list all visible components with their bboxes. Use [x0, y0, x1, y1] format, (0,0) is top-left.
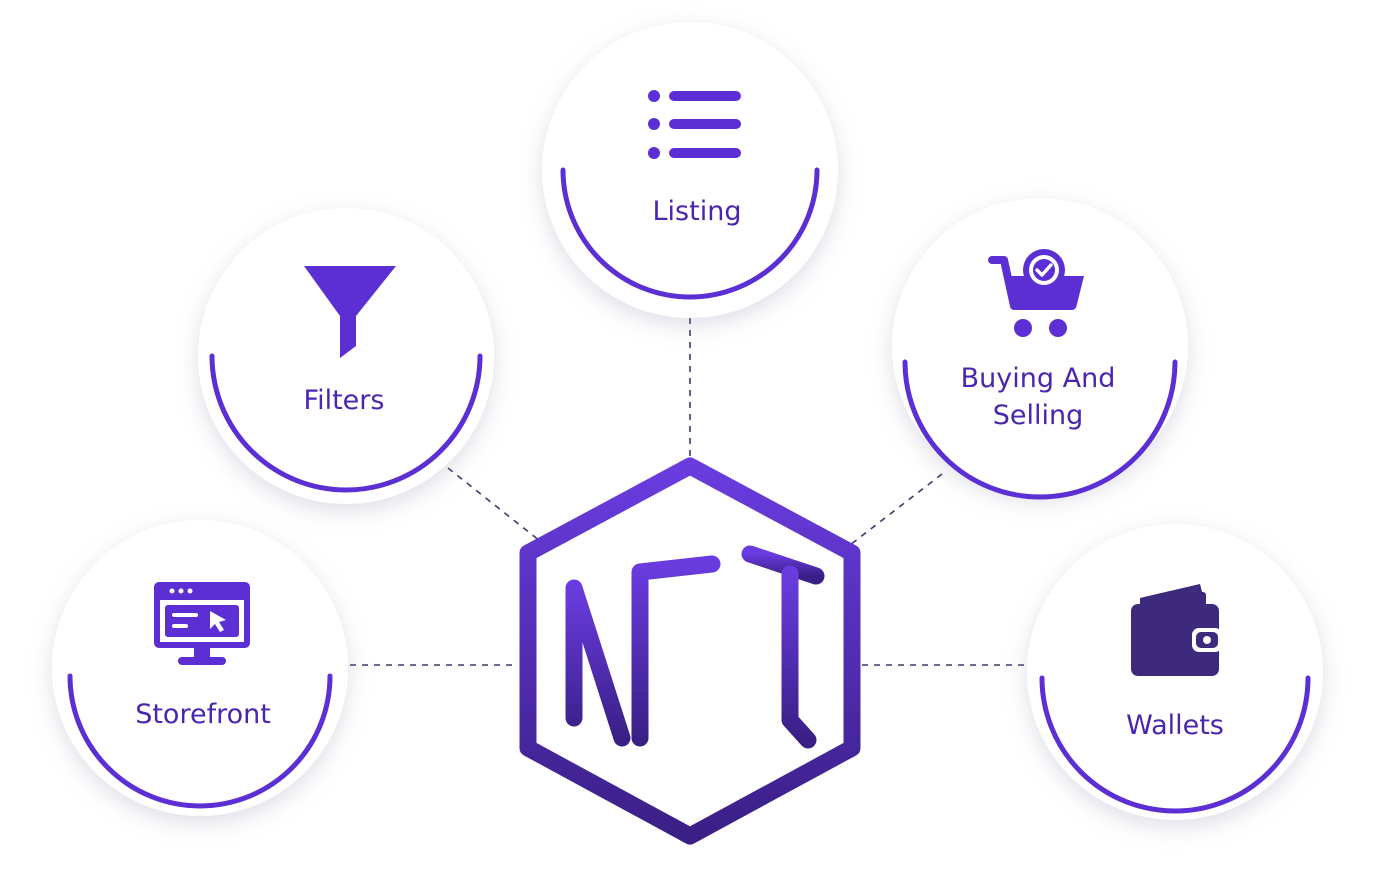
node-label-wallets: Wallets: [1126, 710, 1224, 741]
wallet-icon: [1131, 584, 1222, 676]
cart-check-icon: [988, 249, 1084, 337]
node-circle: [542, 22, 838, 318]
node-label-storefront: Storefront: [135, 699, 271, 730]
node-arc: [67, 673, 333, 809]
node-label-buying-and-selling-line2: Selling: [993, 400, 1084, 431]
node-label-listing: Listing: [653, 196, 742, 227]
hexagon-outline: [519, 457, 861, 845]
node-filters: Filters: [198, 208, 494, 504]
node-arc: [1039, 675, 1311, 814]
node-arc: [902, 359, 1178, 500]
list-icon: [648, 90, 741, 159]
node-storefront: Storefront: [52, 520, 348, 816]
nft-logo-mark: [565, 545, 825, 749]
node-wallets: Wallets: [1027, 524, 1323, 820]
connector-filters: [447, 467, 546, 546]
funnel-icon: [304, 266, 396, 358]
nft-hub: [519, 457, 861, 845]
connectors: [350, 318, 1030, 666]
node-label-filters: Filters: [304, 385, 385, 416]
node-arc: [209, 353, 483, 493]
node-arc: [560, 167, 820, 300]
node-circle: [198, 208, 494, 504]
node-listing: Listing: [542, 22, 838, 318]
node-buying-and-selling: Buying And Selling: [892, 198, 1188, 500]
node-label-buying-and-selling-line1: Buying And: [961, 363, 1116, 394]
connector-buying-and-selling: [849, 473, 943, 546]
storefront-monitor-icon: [154, 582, 250, 665]
node-circle: [892, 198, 1188, 494]
node-circle: [52, 520, 348, 816]
